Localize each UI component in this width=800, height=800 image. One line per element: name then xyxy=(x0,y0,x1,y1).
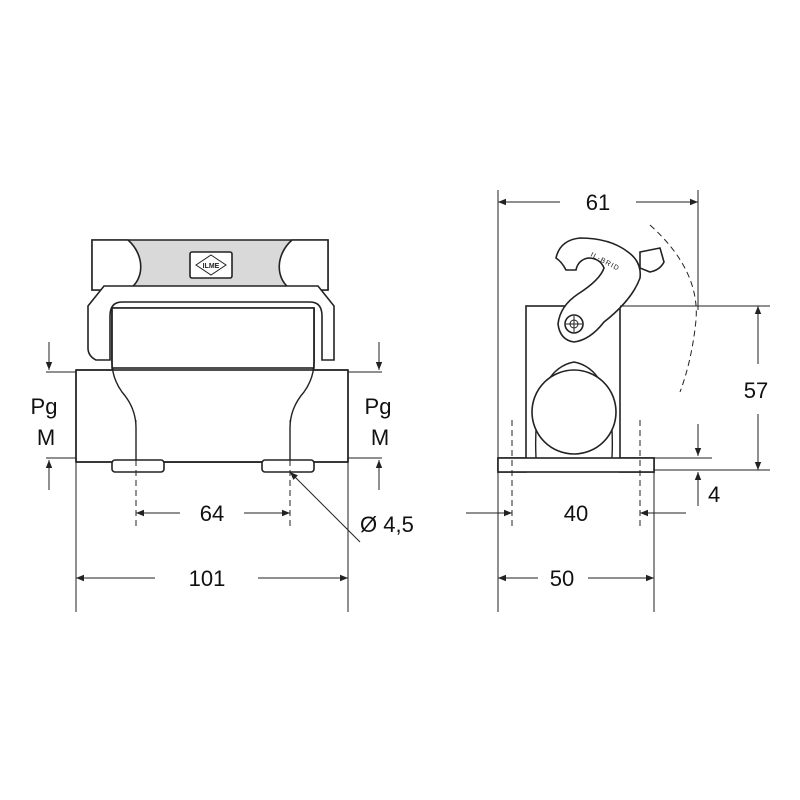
dimension-101: 101 xyxy=(76,566,348,591)
dim-57-label: 57 xyxy=(744,378,768,403)
dim-61-label: 61 xyxy=(586,190,610,215)
front-handle: ILME xyxy=(91,239,329,291)
front-locking-lever xyxy=(87,285,335,361)
front-foot-left xyxy=(111,459,165,473)
dimension-4: 4 xyxy=(694,424,720,507)
dim-hole-label: Ø 4,5 xyxy=(360,512,414,537)
dim-50-label: 50 xyxy=(550,566,574,591)
front-foot-right xyxy=(261,459,315,473)
dimension-61: 61 xyxy=(498,190,698,215)
dim-40-label: 40 xyxy=(564,501,588,526)
left-thread-m: M xyxy=(37,425,55,450)
right-thread-pg: Pg xyxy=(365,394,392,419)
right-thread-dimension: Pg M xyxy=(348,342,391,490)
side-locking-lever: IL-BRID xyxy=(555,237,642,343)
dimension-50: 50 xyxy=(498,566,654,591)
left-thread-dimension: Pg M xyxy=(31,342,76,490)
left-thread-pg: Pg xyxy=(31,394,58,419)
lever-swing-arc xyxy=(649,224,697,393)
dim-4-label: 4 xyxy=(708,482,720,507)
right-thread-m: M xyxy=(371,425,389,450)
dimension-64: 64 xyxy=(136,501,290,526)
dimension-40: 40 xyxy=(466,501,686,526)
side-cable-entry xyxy=(531,369,617,455)
dim-101-label: 101 xyxy=(189,566,226,591)
logo-text: ILME xyxy=(203,263,220,270)
front-view: ILME 64 xyxy=(31,239,414,612)
dimension-57: 57 xyxy=(744,306,768,470)
ilme-logo-icon: ILME xyxy=(195,254,227,276)
dim-64-label: 64 xyxy=(200,501,224,526)
side-view: IL-BRID 61 57 xyxy=(466,190,770,612)
dimension-hole-diameter: Ø 4,5 xyxy=(289,471,414,543)
